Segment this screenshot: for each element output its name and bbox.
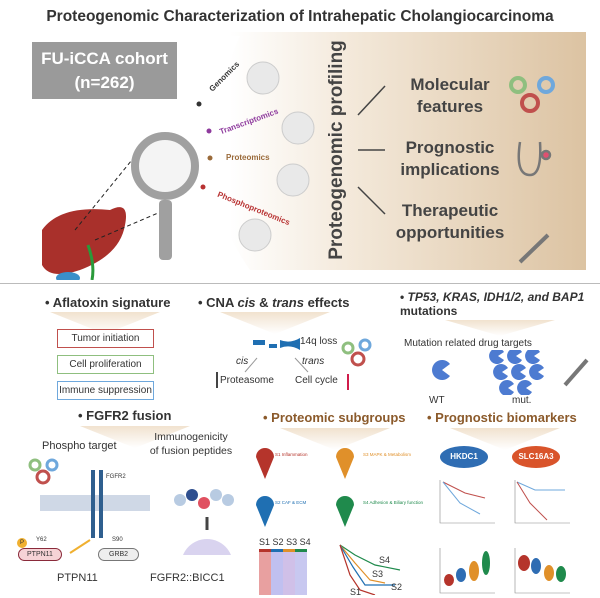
phosphoprotein-icon [238, 218, 272, 252]
pacman-targets [432, 350, 589, 395]
fgfr2-pathway [28, 458, 234, 555]
subgroups-heading: • Proteomic subgroups [263, 410, 406, 425]
pin-icon [256, 496, 274, 527]
biomarker-plots [439, 480, 570, 594]
pin-icon [256, 448, 274, 479]
phospho-p-icon: P [17, 538, 27, 548]
site-s90: S90 [112, 537, 123, 543]
heatmap-labels: S1 S2 S3 S4 [259, 537, 311, 547]
arrows [357, 85, 386, 215]
liver-icon [42, 207, 126, 274]
marker-hkdc1: HKDC1 [440, 446, 488, 468]
site-y62: Y62 [36, 537, 47, 543]
loss-label: 14q loss [300, 336, 338, 347]
drug-targets-label: Mutation related drug targets [404, 338, 532, 349]
fusion-label: FGFR2::BICC1 [150, 572, 225, 584]
pin-icon [336, 448, 354, 479]
phospho-target-title: Phospho target [42, 440, 117, 452]
syringe-icon [563, 358, 589, 387]
km-s4: S4 [379, 555, 391, 565]
subgroup-s4: S4 Adhesion & Biliary function [363, 500, 424, 505]
violins [444, 551, 566, 586]
km-curves [339, 544, 401, 595]
stethoscope-icon [517, 141, 552, 177]
aflatoxin-heading: • Aflatoxin signature [45, 295, 171, 310]
fgfr2-heading: • FGFR2 fusion [78, 408, 172, 423]
grb2-node: GRB2 [98, 548, 140, 561]
marker-slc16a3: SLC16A3 [512, 446, 560, 468]
rna-icon [281, 111, 315, 145]
subgroup-panel: S1 Inflammation S3 MAPK & Metabolism S2 … [255, 445, 425, 597]
mut-label: mut. [512, 395, 532, 406]
divider [0, 283, 600, 284]
box-cell-proliferation: Cell proliferation [57, 355, 154, 374]
magnifier-icon [131, 132, 199, 260]
biomarkers-heading: • Prognostic biomarkers [427, 410, 577, 425]
trans-label: trans [302, 356, 325, 367]
km-s3: S3 [372, 569, 384, 579]
proteasome-label: Proteasome [220, 375, 274, 386]
fgfr2-label: FGFR2 [106, 474, 126, 480]
gears-icon [509, 76, 555, 113]
cohort-box: FU-iCCA cohort(n=262) [32, 42, 177, 99]
overview-illustration [42, 36, 555, 280]
cis-label: cis [236, 356, 249, 367]
peptide-beads [174, 489, 234, 509]
ptpn11-node: PTPN11 [18, 548, 62, 561]
pin-icon [336, 496, 354, 527]
ptpn11-label: PTPN11 [57, 572, 98, 584]
mutations-heading: • TP53, KRAS, IDH1/2, and BAP1 mutations [400, 290, 585, 318]
subgroup-s1: S1 Inflammation [275, 452, 308, 457]
page-title: Proteogenomic Characterization of Intrah… [46, 8, 554, 25]
box-tumor-initiation: Tumor initiation [57, 329, 154, 348]
dna-icon [246, 61, 280, 95]
km-s2: S2 [391, 582, 403, 592]
immune-cell [183, 539, 231, 555]
protein-icon [276, 163, 310, 197]
heatmap [259, 549, 307, 595]
fan [445, 320, 555, 336]
cna-heading: • CNA cis & trans effects [198, 295, 350, 310]
km-s1: S1 [350, 587, 362, 597]
syringe-icon [518, 233, 550, 264]
profiling-label: Proteogenomic profiling [326, 40, 347, 260]
chromosome-diagram [216, 338, 372, 390]
cell-cycle-label: Cell cycle [295, 375, 338, 386]
wt-label: WT [429, 395, 445, 406]
subgroup-s2: S2 CAF & ECM [275, 500, 307, 505]
box-immune-suppression: Immune suppression [57, 381, 154, 400]
omic-proteomics: Proteomics [226, 153, 270, 162]
profiling-panel [230, 32, 586, 270]
subgroup-s3: S3 MAPK & Metabolism [363, 452, 412, 457]
